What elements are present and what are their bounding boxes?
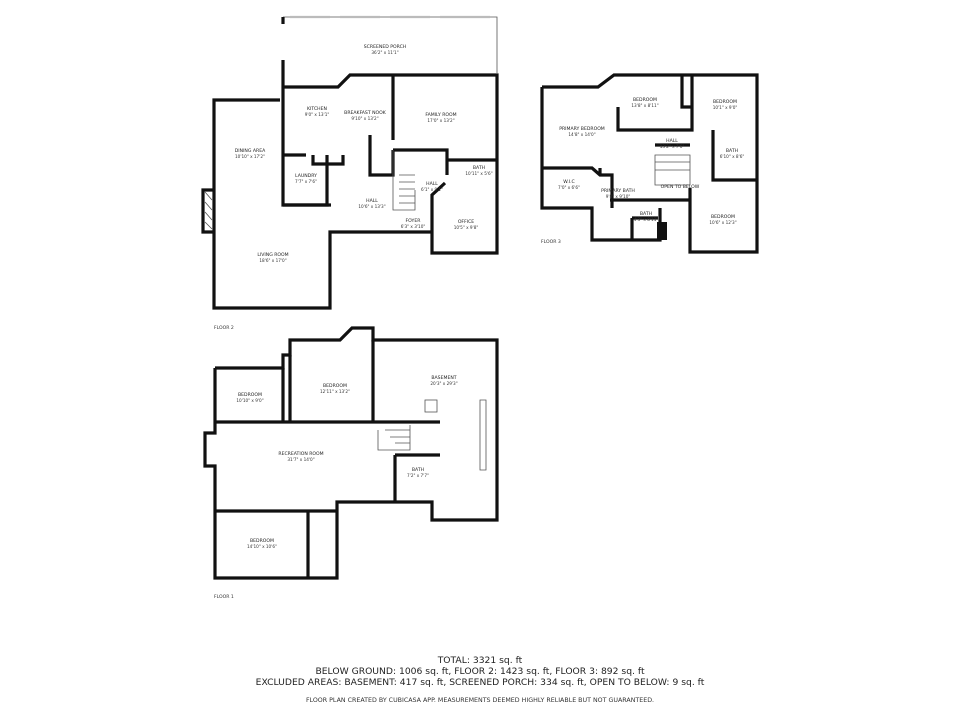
- room-dims: 31'7" x 14'0": [287, 457, 314, 462]
- room-name: PRIMARY BEDROOM: [559, 126, 605, 132]
- room-name: BEDROOM: [323, 383, 347, 389]
- room-name: PRIMARY BATH: [601, 188, 635, 194]
- room-dims: 9'8" x 9'10": [606, 194, 631, 199]
- floor3-walls: [540, 73, 759, 254]
- room-name: HALL: [366, 198, 378, 204]
- room-dims: 10'6" x 13'3": [358, 204, 385, 209]
- room-dims: 10'5" x 9'8": [454, 225, 479, 230]
- room-name: HALL: [666, 138, 678, 144]
- room-dims: 17'0" x 13'2": [427, 118, 454, 123]
- room-dims: 18'6" x 17'0": [259, 258, 286, 263]
- room-dims: 36'2" x 11'1": [371, 50, 398, 55]
- room-name: DINING AREA: [235, 148, 266, 154]
- floor-label: FLOOR 3: [541, 239, 561, 245]
- room-dims: 4'3" x 8'11": [634, 217, 659, 222]
- room-dims: 10'11" x 5'6": [465, 171, 492, 176]
- room-name: BEDROOM: [250, 538, 274, 544]
- floor-label: FLOOR 1: [214, 594, 234, 600]
- disclaimer: FLOOR PLAN CREATED BY CUBICASA APP. MEAS…: [305, 697, 655, 704]
- room-name: OPEN TO BELOW: [661, 184, 700, 190]
- room-dims: 10'10" x 17'2": [235, 154, 265, 159]
- room-name: BEDROOM: [633, 97, 657, 103]
- room-dims: 7'0" x 6'6": [558, 185, 580, 190]
- room-name: LAUNDRY: [295, 173, 317, 179]
- room-dims: 7'2" x 7'7": [407, 473, 429, 478]
- room-dims: 14'8" x 14'0": [568, 132, 595, 137]
- room-name: FAMILY ROOM: [425, 112, 456, 118]
- room-name: OFFICE: [458, 219, 474, 225]
- floor1-walls: [203, 326, 499, 580]
- room-name: BASEMENT: [431, 375, 456, 381]
- room-name: W.I.C: [563, 179, 575, 185]
- room-name: RECREATION ROOM: [278, 451, 323, 457]
- room-dims: 13'8" x 8'11": [631, 103, 658, 108]
- room-dims: 9'10" x 13'2": [351, 116, 378, 121]
- area-breakdown: BELOW GROUND: 1006 sq. ft, FLOOR 2: 1423…: [315, 666, 645, 677]
- floor2-walls: [201, 15, 499, 310]
- total-area: TOTAL: 3321 sq. ft: [437, 655, 523, 666]
- floor-label: FLOOR 2: [214, 325, 234, 331]
- room-dims: 6'1" x 9'1": [421, 187, 443, 192]
- room-name: BATH: [473, 165, 485, 171]
- room-dims: 20'3" x 29'3": [430, 381, 457, 386]
- room-dims: 10'1" x 9'0": [713, 105, 738, 110]
- room-dims: 14'10" x 10'6": [247, 544, 277, 549]
- room-dims: 7'7" x 7'6": [295, 179, 317, 184]
- room-dims: 12'11" x 13'2": [320, 389, 350, 394]
- excluded-areas: EXCLUDED AREAS: BASEMENT: 417 sq. ft, SC…: [255, 677, 705, 688]
- room-name: KITCHEN: [307, 106, 327, 112]
- room-name: BREAKFAST NOOK: [344, 110, 387, 116]
- room-name: BATH: [726, 148, 738, 154]
- room-dims: 13'2" x 7'6": [660, 144, 685, 149]
- room-dims: 6'10" x 8'6": [720, 154, 745, 159]
- room-dims: 10'10" x 9'0": [236, 398, 263, 403]
- room-dims: 9'0" x 13'1": [305, 112, 330, 117]
- room-name: SCREENED PORCH: [364, 44, 406, 50]
- room-name: BATH: [412, 467, 424, 473]
- room-name: BEDROOM: [238, 392, 262, 398]
- room-name: FOYER: [406, 218, 422, 224]
- room-dims: 6'3" x 3'10": [401, 224, 426, 229]
- room-name: HALL: [426, 181, 438, 187]
- room-dims: 10'6" x 12'3": [709, 220, 736, 225]
- room-name: BEDROOM: [711, 214, 735, 220]
- room-name: BEDROOM: [713, 99, 737, 105]
- room-name: LIVING ROOM: [257, 252, 288, 258]
- room-name: BATH: [640, 211, 652, 217]
